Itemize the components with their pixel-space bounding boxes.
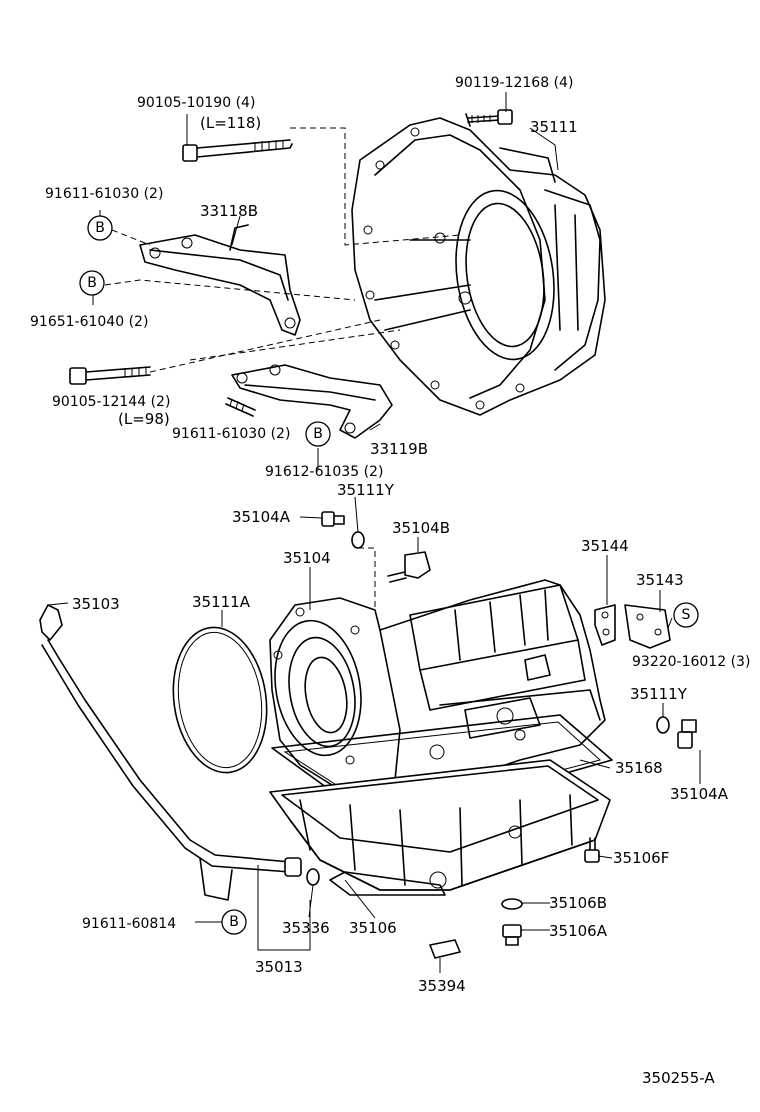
- magnet-35394: [429, 939, 461, 959]
- fitting-35104B: [387, 551, 431, 583]
- callout-35106B: 35106B: [549, 894, 607, 912]
- callout-35394: 35394: [418, 977, 466, 995]
- callout-90105-10190: 90105-10190 (4): [137, 95, 255, 111]
- callout-35111Y-top: 35111Y: [337, 481, 395, 499]
- callout-33118B: 33118B: [200, 202, 258, 220]
- callout-90105-12144-length: (L=98): [118, 410, 170, 428]
- bell-housing-35111: [351, 117, 606, 416]
- bolt-90119-12168: [465, 109, 513, 127]
- bolt-90105-12144: [69, 366, 151, 385]
- marker-s1: S: [673, 602, 699, 628]
- callout-91611-61030-mid: 91611-61030 (2): [172, 426, 290, 442]
- callout-90105-10190-length: (L=118): [200, 114, 261, 132]
- svg-text:S: S: [682, 607, 691, 623]
- callout-35336: 35336: [282, 919, 330, 937]
- o-ring-35111A-inner: [177, 631, 263, 769]
- dipstick-tube-35103: [39, 604, 302, 901]
- callout-35143: 35143: [636, 571, 684, 589]
- callout-35104: 35104: [283, 549, 331, 567]
- align-line-2: [111, 229, 151, 246]
- marker-b4: B: [221, 909, 247, 935]
- align-line-3: [104, 279, 356, 301]
- bracket-35144: [594, 604, 616, 646]
- callout-35168: 35168: [615, 759, 663, 777]
- marker-b3: B: [305, 421, 331, 447]
- bolt-90105-10190: [182, 139, 293, 162]
- callout-90119-12168: 90119-12168 (4): [455, 75, 573, 91]
- callout-35111: 35111: [530, 118, 578, 136]
- align-line-5: [149, 319, 381, 373]
- plug-35106A: [502, 924, 522, 946]
- callout-35111A: 35111A: [192, 593, 251, 611]
- plug-35104A-right: [677, 719, 697, 749]
- callout-35144: 35144: [581, 537, 629, 555]
- washer-35106B: [501, 898, 523, 910]
- align-line-6: [358, 547, 376, 610]
- callout-91612-61035: 91612-61035 (2): [265, 464, 383, 480]
- bracket-35143: [624, 604, 671, 649]
- callout-35104B: 35104B: [392, 519, 450, 537]
- align-line-1: [290, 127, 461, 246]
- plug-35104A-top: [321, 511, 345, 527]
- leader-lines: [47, 92, 701, 973]
- callout-35104A-top: 35104A: [232, 508, 291, 526]
- o-ring-35111Y-top: [351, 531, 365, 549]
- bracket-33119B: [225, 364, 393, 439]
- callout-35104A-right: 35104A: [670, 785, 729, 803]
- align-line-4: [189, 329, 401, 361]
- o-ring-35111Y-right: [656, 716, 670, 734]
- callout-33119B: 33119B: [370, 440, 428, 458]
- callout-90105-12144: 90105-12144 (2): [52, 394, 170, 410]
- svg-text:B: B: [95, 220, 105, 236]
- svg-text:B: B: [313, 426, 323, 442]
- bracket-33118B: [139, 224, 301, 336]
- marker-b1: B: [87, 215, 113, 241]
- callout-35106A: 35106A: [549, 922, 608, 940]
- diagram-reference-id: 350255-A: [642, 1069, 715, 1087]
- callout-35013: 35013: [255, 958, 303, 976]
- o-ring-35336: [306, 868, 320, 886]
- callout-91611-61030-top: 91611-61030 (2): [45, 186, 163, 202]
- marker-b2: B: [79, 270, 105, 296]
- svg-text:B: B: [87, 275, 97, 291]
- callout-91611-60814: 91611-60814: [82, 916, 176, 932]
- callout-93220-16012: 93220-16012 (3): [632, 654, 750, 670]
- svg-text:B: B: [229, 914, 239, 930]
- transmission-case-35104: [269, 579, 606, 801]
- callout-35111Y-right: 35111Y: [630, 685, 688, 703]
- o-ring-35111A: [172, 626, 268, 774]
- callout-35103: 35103: [72, 595, 120, 613]
- callout-91651-61040: 91651-61040 (2): [30, 314, 148, 330]
- oil-pan-35106: [269, 759, 611, 896]
- callout-35106F: 35106F: [613, 849, 669, 867]
- callout-35106: 35106: [349, 919, 397, 937]
